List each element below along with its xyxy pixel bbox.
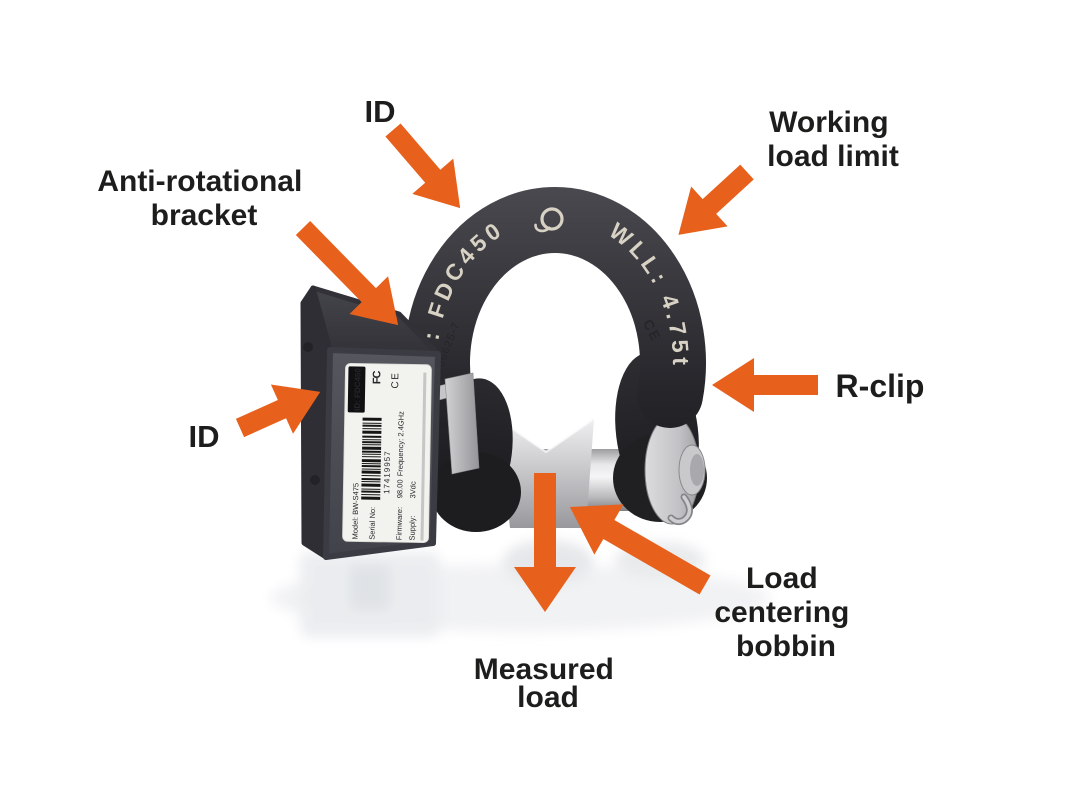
callout-labels: ID Working load limit Anti-rotational br… [97, 94, 924, 714]
load-shackle-photo: 501110 ID: FDC450 WLL: 4.75t [300, 186, 707, 560]
label-serial-number: 17419957 [382, 450, 392, 494]
label-serial-caption: Serial No: [367, 507, 377, 540]
label-load-centering-bobbin: Load centering bobbin [714, 562, 857, 663]
device-label: ID: FDC450 FC CE Model: BW-S475 Serial N… [342, 362, 432, 544]
label-measured-load: Measured load [474, 653, 622, 714]
label-supply-caption: Supply: [407, 515, 416, 540]
pin-end-face [690, 454, 704, 486]
label-id-strip-text: ID: FDC450 [353, 368, 363, 411]
arrow-r-clip [712, 358, 818, 412]
label-r-clip: R-clip [836, 368, 925, 404]
label-firmware-caption: Firmware: [394, 507, 404, 540]
arrow-load-centering-bobbin [569, 504, 711, 595]
fcc-logo: FC [371, 370, 383, 384]
floor-reflection [270, 540, 770, 637]
label-firmware-value: 98.00 [395, 479, 404, 498]
bracket-plate [444, 372, 480, 475]
label-id-strip [347, 366, 366, 413]
label-supply-value: 3Vdc [408, 481, 417, 498]
bow-body [404, 186, 706, 428]
label-working-load-limit: Working load limit [767, 106, 899, 173]
r-clip-tail-inner [669, 495, 692, 524]
arrow-measured-load [514, 473, 576, 612]
label-id-top: ID [365, 94, 396, 129]
box-side-face [300, 285, 333, 560]
callout-arrows [235, 123, 818, 612]
bobbin-top-highlight [497, 418, 595, 454]
device-box: ID: FDC450 FC CE Model: BW-S475 Serial N… [300, 285, 441, 560]
box-screw-hole-bottom [310, 475, 320, 485]
label-frequency: Frequency: 2.4GHz [396, 411, 406, 476]
box-screw-hole-top [303, 342, 313, 352]
label-id-left: ID [189, 419, 220, 454]
label-barcode [361, 417, 382, 500]
label-model: Model: BW-S475 [350, 483, 360, 540]
arrow-anti-rotational-bracket [295, 221, 399, 326]
arrow-id-top [385, 123, 461, 209]
label-anti-rotational-bracket: Anti-rotational bracket [97, 165, 310, 232]
arrow-working-load-limit [678, 164, 754, 235]
shackle-bow: ID: FDC450 WLL: 4.75t s206625-7 CE [404, 186, 706, 428]
ce-logo: CE [390, 372, 401, 389]
brand-logo-icon [534, 207, 564, 233]
arrow-id-left [235, 384, 321, 438]
label-reflection [350, 565, 390, 610]
label-fine-print-line [420, 372, 427, 541]
